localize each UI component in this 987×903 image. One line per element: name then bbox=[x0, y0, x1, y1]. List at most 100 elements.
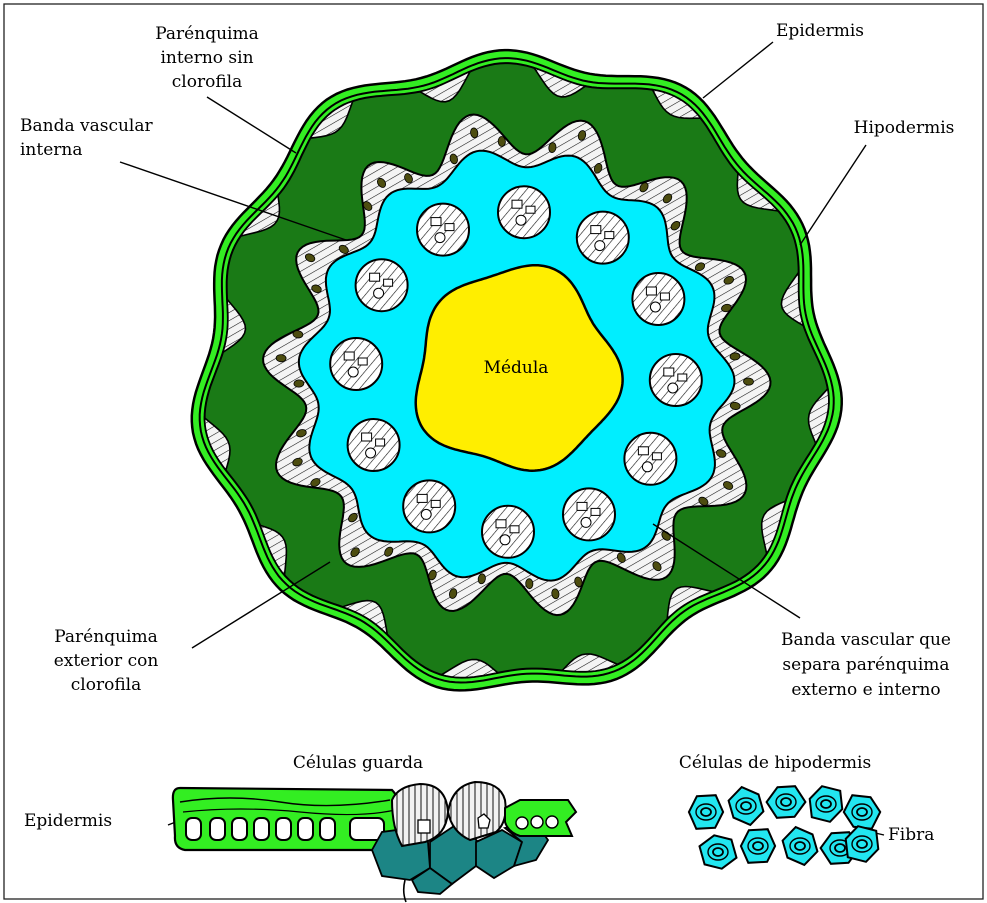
label-banda-interna-1: Banda vascular bbox=[20, 116, 154, 136]
xylem-vessel bbox=[376, 439, 385, 446]
label-hipodermis: Hipodermis bbox=[854, 118, 955, 138]
xylem-vessel bbox=[646, 287, 656, 295]
vascular-bundle-outline bbox=[348, 419, 400, 471]
vascular-bundle bbox=[498, 186, 550, 238]
label-banda-interna-2: interna bbox=[20, 140, 83, 160]
label-banda-separa-2: separa parénquima bbox=[782, 655, 949, 675]
label-celulas-hipodermis: Células de hipodermis bbox=[679, 753, 871, 773]
xylem-vessel bbox=[348, 367, 358, 377]
vascular-bundle-outline bbox=[577, 212, 629, 264]
vascular-bundle-outline bbox=[482, 506, 534, 558]
epidermis-cell-lumen bbox=[298, 818, 313, 840]
vascular-bundle-outline bbox=[632, 273, 684, 325]
vascular-bundle-outline bbox=[563, 488, 615, 540]
hypodermis-cell-lumen bbox=[835, 844, 845, 852]
vascular-bundle-outline bbox=[356, 259, 408, 311]
vascular-spot bbox=[498, 136, 506, 146]
xylem-vessel bbox=[652, 453, 661, 460]
hypodermis-cell-lumen bbox=[713, 848, 723, 856]
hypodermis-cell-lumen bbox=[795, 842, 805, 850]
leader-parenquima-interno bbox=[207, 97, 296, 153]
label-fibra: Fibra bbox=[888, 825, 934, 845]
label-parenquima-exterior-2: exterior con bbox=[54, 651, 159, 671]
vascular-bundle bbox=[577, 212, 629, 264]
xylem-vessel bbox=[435, 233, 445, 243]
xylem-vessel bbox=[366, 448, 376, 458]
vascular-bundle bbox=[403, 480, 455, 532]
xylem-vessel bbox=[431, 500, 440, 507]
xylem-vessel bbox=[638, 447, 648, 455]
xylem-vessel bbox=[510, 526, 519, 533]
epidermis-cell-lumen bbox=[232, 818, 247, 840]
vascular-bundle-outline bbox=[330, 338, 382, 390]
vascular-spot bbox=[276, 354, 286, 362]
guard-cell-lumen bbox=[418, 820, 430, 833]
label-epidermis: Epidermis bbox=[776, 21, 864, 41]
vascular-spot bbox=[743, 378, 753, 386]
vascular-bundle-outline bbox=[417, 204, 469, 256]
vascular-spot bbox=[525, 578, 533, 588]
hypodermis-cell-lumen bbox=[781, 798, 791, 806]
label-celulas-guarda: Células guarda bbox=[293, 753, 423, 773]
epidermis-cell-lumens bbox=[186, 818, 384, 840]
hypodermis-cell-lumen bbox=[857, 808, 867, 816]
vascular-bundle bbox=[650, 354, 702, 406]
epidermis-cell-lumen bbox=[254, 818, 269, 840]
vascular-bundle bbox=[330, 338, 382, 390]
vascular-spot bbox=[730, 352, 740, 360]
label-banda-separa-1: Banda vascular que bbox=[781, 630, 951, 650]
hypodermis-detail bbox=[689, 786, 880, 869]
vascular-bundle bbox=[563, 488, 615, 540]
xylem-vessel bbox=[370, 273, 380, 281]
vascular-bundle-outline bbox=[403, 480, 455, 532]
hypodermis-cell-lumen bbox=[753, 842, 763, 850]
epidermis-cell-lumen bbox=[531, 816, 543, 828]
vascular-bundle bbox=[482, 506, 534, 558]
xylem-vessel bbox=[650, 302, 660, 312]
leader-epidermis bbox=[703, 42, 773, 98]
hypodermis-cell-lumen bbox=[821, 800, 831, 808]
xylem-vessel bbox=[417, 494, 427, 502]
label-parenquima-exterior-1: Parénquima bbox=[54, 627, 157, 647]
label-parenquima-interno-1: Parénquima bbox=[155, 24, 258, 44]
xylem-vessel bbox=[664, 368, 674, 376]
label-parenquima-interno-2: interno sin bbox=[160, 48, 253, 68]
xylem-vessel bbox=[595, 241, 605, 251]
xylem-vessel bbox=[358, 358, 367, 365]
vascular-bundle bbox=[632, 273, 684, 325]
xylem-vessel bbox=[500, 535, 510, 545]
stomatal-pore-line bbox=[404, 880, 406, 902]
hypodermis-cell-lumen bbox=[741, 802, 751, 810]
xylem-vessel bbox=[668, 383, 678, 393]
label-banda-separa-3: externo e interno bbox=[791, 680, 940, 700]
label-parenquima-interno-3: clorofila bbox=[172, 72, 242, 92]
epidermis-cell-lumen bbox=[320, 818, 335, 840]
vascular-spot bbox=[294, 380, 304, 388]
guard-cell-right bbox=[448, 782, 506, 840]
xylem-vessel bbox=[512, 200, 522, 208]
xylem-vessel bbox=[421, 509, 431, 519]
xylem-vessel bbox=[445, 224, 454, 231]
vascular-bundle bbox=[356, 259, 408, 311]
xylem-vessel bbox=[526, 206, 535, 213]
hypodermis-cell-lumen bbox=[857, 840, 867, 848]
xylem-vessel bbox=[431, 218, 441, 226]
xylem-vessel bbox=[577, 502, 587, 510]
vascular-bundle-outline bbox=[624, 433, 676, 485]
xylem-vessel bbox=[642, 462, 652, 472]
epidermis-cell-lumen bbox=[186, 818, 201, 840]
xylem-vessel bbox=[605, 232, 614, 239]
epidermis-cell-lumen bbox=[546, 816, 558, 828]
vascular-bundle bbox=[348, 419, 400, 471]
vascular-bundle bbox=[624, 433, 676, 485]
epidermis-cell-lumen bbox=[516, 817, 528, 829]
epidermis-cell-lumen bbox=[210, 818, 225, 840]
xylem-vessel bbox=[660, 293, 669, 300]
xylem-vessel bbox=[591, 226, 601, 234]
label-medula: Médula bbox=[484, 358, 549, 378]
xylem-vessel bbox=[374, 288, 384, 298]
hypodermis-cell-lumen bbox=[701, 808, 711, 816]
vascular-bundle-outline bbox=[650, 354, 702, 406]
